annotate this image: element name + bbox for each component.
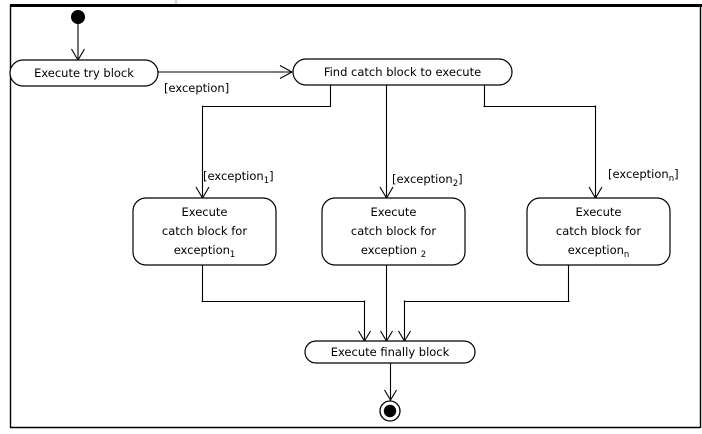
action-label-try-block: Execute try block — [34, 66, 134, 80]
catch2-subscript: 2 — [421, 250, 426, 260]
catchn-subscript: n — [624, 250, 629, 260]
edge-catch1-to-finally — [201, 264, 371, 343]
edge-catchn-to-finally — [398, 264, 570, 343]
guardn-prefix: [exception — [608, 167, 669, 181]
catch1-line-3: exception1 — [174, 243, 236, 260]
initial-node[interactable] — [71, 10, 85, 24]
guard-label-exception-2: [exception2] — [392, 172, 463, 189]
guard-label-exception-n: [exceptionn] — [608, 167, 679, 184]
guard1-suffix: ] — [269, 169, 274, 183]
action-execute-finally-block[interactable]: Execute finally block — [304, 340, 476, 364]
edge-find-to-catch1 — [195, 84, 332, 200]
guard2-subscript: 2 — [453, 179, 458, 189]
action-execute-catch-block-n[interactable]: Execute catch block for exceptionn — [526, 197, 671, 266]
catch2-line-2: catch block for — [351, 224, 436, 238]
edge-finally-to-final — [384, 362, 397, 402]
edge-initial-to-try — [71, 23, 85, 62]
catchn-exception-word: exception — [568, 243, 624, 257]
catch1-line-1: Execute — [182, 205, 228, 219]
action-find-catch-block[interactable]: Find catch block to execute — [292, 58, 513, 86]
guard2-suffix: ] — [458, 172, 463, 186]
guardn-subscript: n — [669, 174, 674, 184]
catch1-exception-word: exception — [174, 243, 230, 257]
final-node[interactable] — [379, 400, 401, 422]
action-label-finally-block: Execute finally block — [331, 345, 450, 359]
action-execute-try-block[interactable]: Execute try block — [9, 59, 159, 87]
guard1-prefix: [exception — [203, 169, 264, 183]
catchn-line-1: Execute — [576, 205, 622, 219]
action-label-find-catch: Find catch block to execute — [324, 65, 481, 79]
catchn-line-2: catch block for — [556, 224, 641, 238]
action-execute-catch-block-1[interactable]: Execute catch block for exception1 — [132, 197, 277, 266]
guardn-suffix: ] — [674, 167, 679, 181]
guard2-prefix: [exception — [392, 172, 453, 186]
action-execute-catch-block-2[interactable]: Execute catch block for exception 2 — [321, 197, 466, 266]
guard1-subscript: 1 — [264, 176, 269, 186]
edge-find-to-catchn — [483, 84, 603, 200]
catch1-line-2: catch block for — [162, 224, 247, 238]
guard-label-exception-1: [exception1] — [203, 169, 274, 186]
guard-label-exception: [exception] — [164, 81, 229, 95]
catchn-line-3: exceptionn — [568, 243, 630, 260]
edge-try-to-find — [157, 65, 294, 79]
edge-catch2-to-finally — [380, 264, 393, 343]
catch2-line-3: exception 2 — [361, 243, 426, 260]
catch2-line-1: Execute — [371, 205, 417, 219]
catch1-subscript: 1 — [230, 250, 235, 260]
catch2-exception-word: exception — [361, 243, 421, 257]
